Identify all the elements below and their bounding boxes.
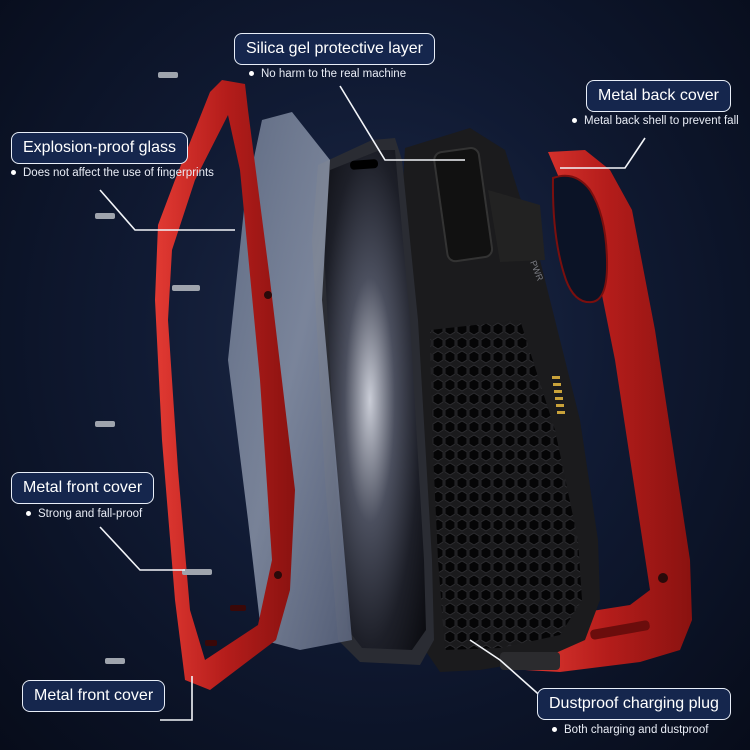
callout-metal-front-cover-2: Metal front cover [22, 680, 166, 712]
charging-plug [500, 652, 560, 670]
note-metal-back-cover: Metal back shell to prevent fall [572, 115, 739, 127]
callout-silica-gel: Silica gel protective layer [234, 33, 435, 65]
note-silica-gel: No harm to the real machine [249, 68, 406, 80]
metal-back-cover [520, 150, 692, 672]
note-dustproof-plug: Both charging and dustproof [552, 724, 709, 736]
callout-metal-front-cover: Metal front cover [11, 472, 155, 504]
note-metal-front-cover: Strong and fall-proof [26, 508, 142, 520]
callout-metal-back-cover: Metal back cover [586, 80, 731, 112]
bullet-icon [552, 727, 557, 733]
metal-front-cover [155, 80, 295, 690]
note-explosion-proof-glass: Does not affect the use of fingerprints [11, 167, 214, 179]
bullet-icon [26, 511, 31, 517]
screws [95, 72, 212, 664]
leader-lines [99, 85, 646, 721]
callout-dustproof-plug: Dustproof charging plug [537, 688, 731, 720]
silicone-layer: PWR [398, 128, 600, 672]
callout-explosion-proof-glass: Explosion-proof glass [11, 132, 188, 164]
bullet-icon [11, 170, 16, 176]
bullet-icon [249, 71, 254, 77]
bullet-icon [572, 118, 577, 124]
